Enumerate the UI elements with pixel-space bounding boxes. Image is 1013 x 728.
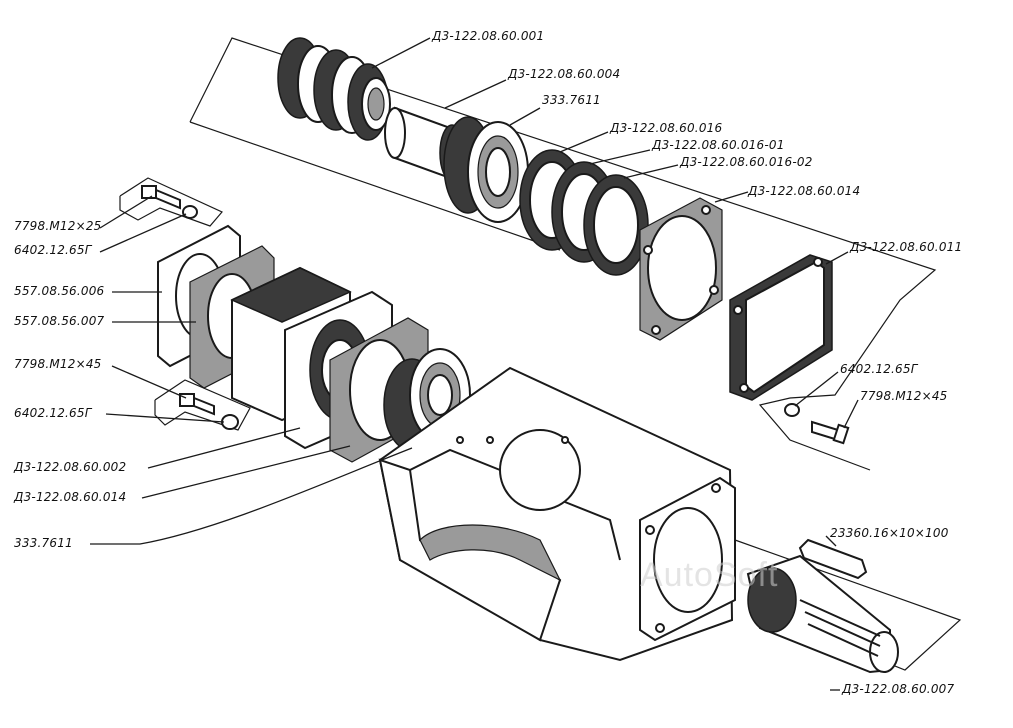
leader-bearing-top [509, 107, 541, 126]
label-washer-right: 6402.12.65Г [840, 362, 918, 376]
watermark: AutoSoft [640, 556, 779, 594]
label-ring-016-01: Д3-122.08.60.016-01 [652, 138, 785, 152]
leader-ring-016-02 [623, 164, 679, 179]
output-shaft-part [746, 554, 899, 674]
label-gasket-007: 557.08.56.007 [14, 314, 105, 328]
leader-cover-011 [825, 251, 849, 265]
leader-bolt-left [111, 365, 187, 399]
leader-washer-top-left [99, 213, 187, 253]
label-bearing-left: 333.7611 [14, 536, 73, 550]
leader-seal-001 [371, 37, 431, 69]
label-bolt-left: 7798.М12×45 [14, 357, 102, 371]
label-housing-002: Д3-122.08.60.002 [14, 460, 127, 474]
main-casing-part [378, 366, 736, 662]
gasket-top-part [639, 197, 723, 341]
top-group-axis [189, 121, 561, 251]
label-gasket-014-left: Д3-122.08.60.014 [14, 490, 127, 504]
label-shaft-007: Д3-122.08.60.007 [842, 682, 955, 696]
bolt-m12x25-part [141, 185, 198, 219]
label-washer-left: 6402.12.65Г [14, 406, 92, 420]
label-gasket-006: 557.08.56.006 [14, 284, 105, 298]
leader-gasket-left [141, 445, 351, 499]
right-fasteners [784, 403, 850, 445]
leader-bolt-right [843, 399, 859, 429]
seal-gland-part [277, 37, 391, 141]
leader-key [825, 535, 837, 547]
bearing-top-part [443, 116, 529, 223]
leader-bearing-left [90, 447, 413, 545]
label-seal-001: Д3-122.08.60.001 [432, 29, 545, 43]
label-cover-011: Д3-122.08.60.011 [850, 240, 963, 254]
leader-housing-002 [147, 427, 301, 469]
leader-ring-016 [559, 131, 609, 153]
label-ring-016-02: Д3-122.08.60.016-02 [680, 155, 813, 169]
spacer-rings-part [519, 149, 649, 276]
label-shaft-004: Д3-122.08.60.004 [508, 67, 621, 81]
label-key: 23360.16×10×100 [830, 526, 949, 540]
leader-gasket-top [714, 191, 749, 203]
top-group-boundary [189, 37, 937, 471]
label-bearing-top: 333.7611 [542, 93, 601, 107]
leader-washer-right [794, 371, 839, 407]
key-part [798, 538, 868, 580]
bolt-m12x45-left-part [179, 393, 239, 430]
label-bolt-right: 7798.М12×45 [860, 389, 948, 403]
leader-bolt-m12x25 [99, 195, 153, 229]
label-washer-top-left: 6402.12.65Г [14, 243, 92, 257]
label-gasket-014-top: Д3-122.08.60.014 [748, 184, 861, 198]
label-ring-016: Д3-122.08.60.016 [610, 121, 723, 135]
leader-shaft-004 [444, 79, 507, 109]
cover-part [729, 254, 833, 401]
label-bolt-m12x25: 7798.М12×25 [14, 219, 102, 233]
leader-ring-016-01 [589, 149, 651, 165]
leader-washer-left [105, 413, 225, 423]
